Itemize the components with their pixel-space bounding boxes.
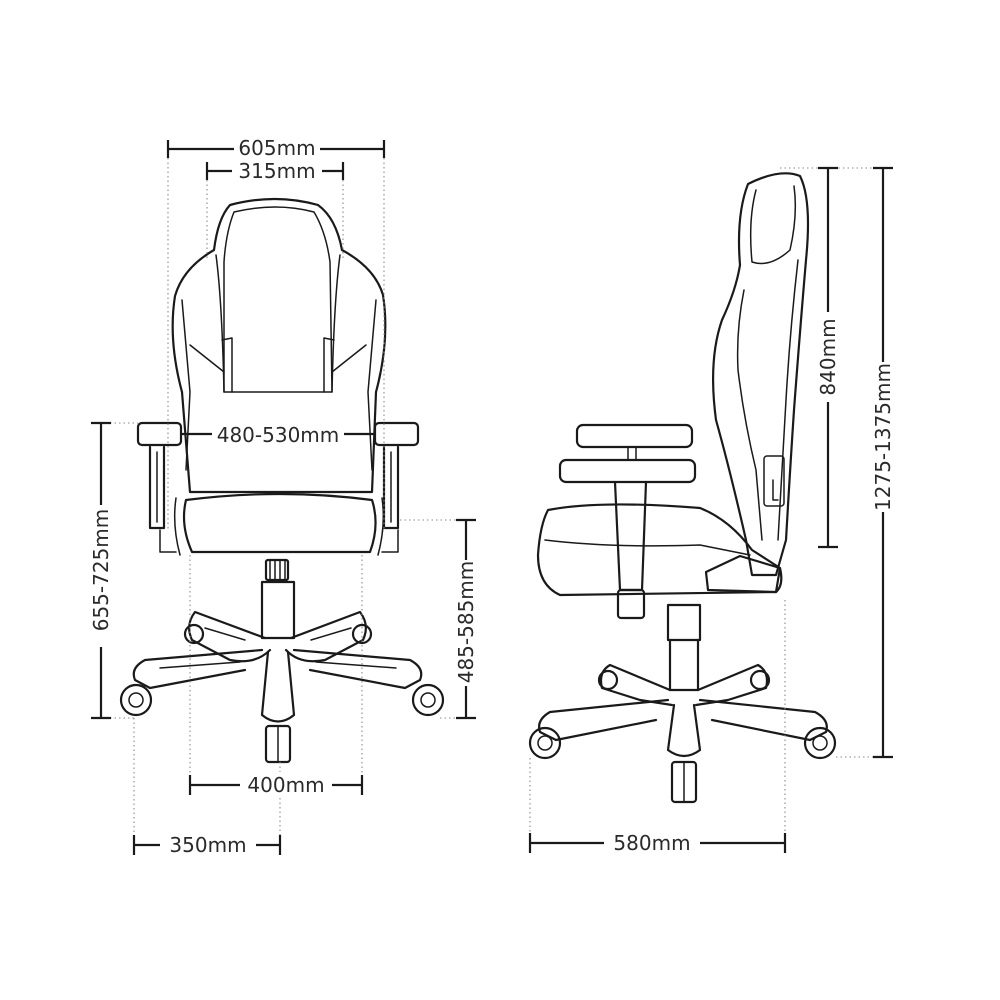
label-backrest-height: 840mm [816, 318, 840, 395]
label-overall-width: 605mm [238, 136, 315, 160]
label-seat-width: 480-530mm [217, 423, 340, 447]
label-total-height: 1275-1375mm [871, 363, 895, 511]
side-view-chair [528, 172, 837, 804]
label-armrest-height: 655-725mm [89, 509, 113, 632]
dimension-labels: 605mm 315mm 480-530mm 655-725mm 485-585m… [88, 134, 896, 858]
label-back-width: 315mm [238, 159, 315, 183]
front-view-chair [119, 197, 445, 764]
label-seat-depth: 400mm [247, 773, 324, 797]
label-seat-height: 485-585mm [454, 561, 478, 684]
label-base-depth: 580mm [613, 831, 690, 855]
guide-lines [110, 158, 892, 850]
label-base-radius: 350mm [169, 833, 246, 857]
